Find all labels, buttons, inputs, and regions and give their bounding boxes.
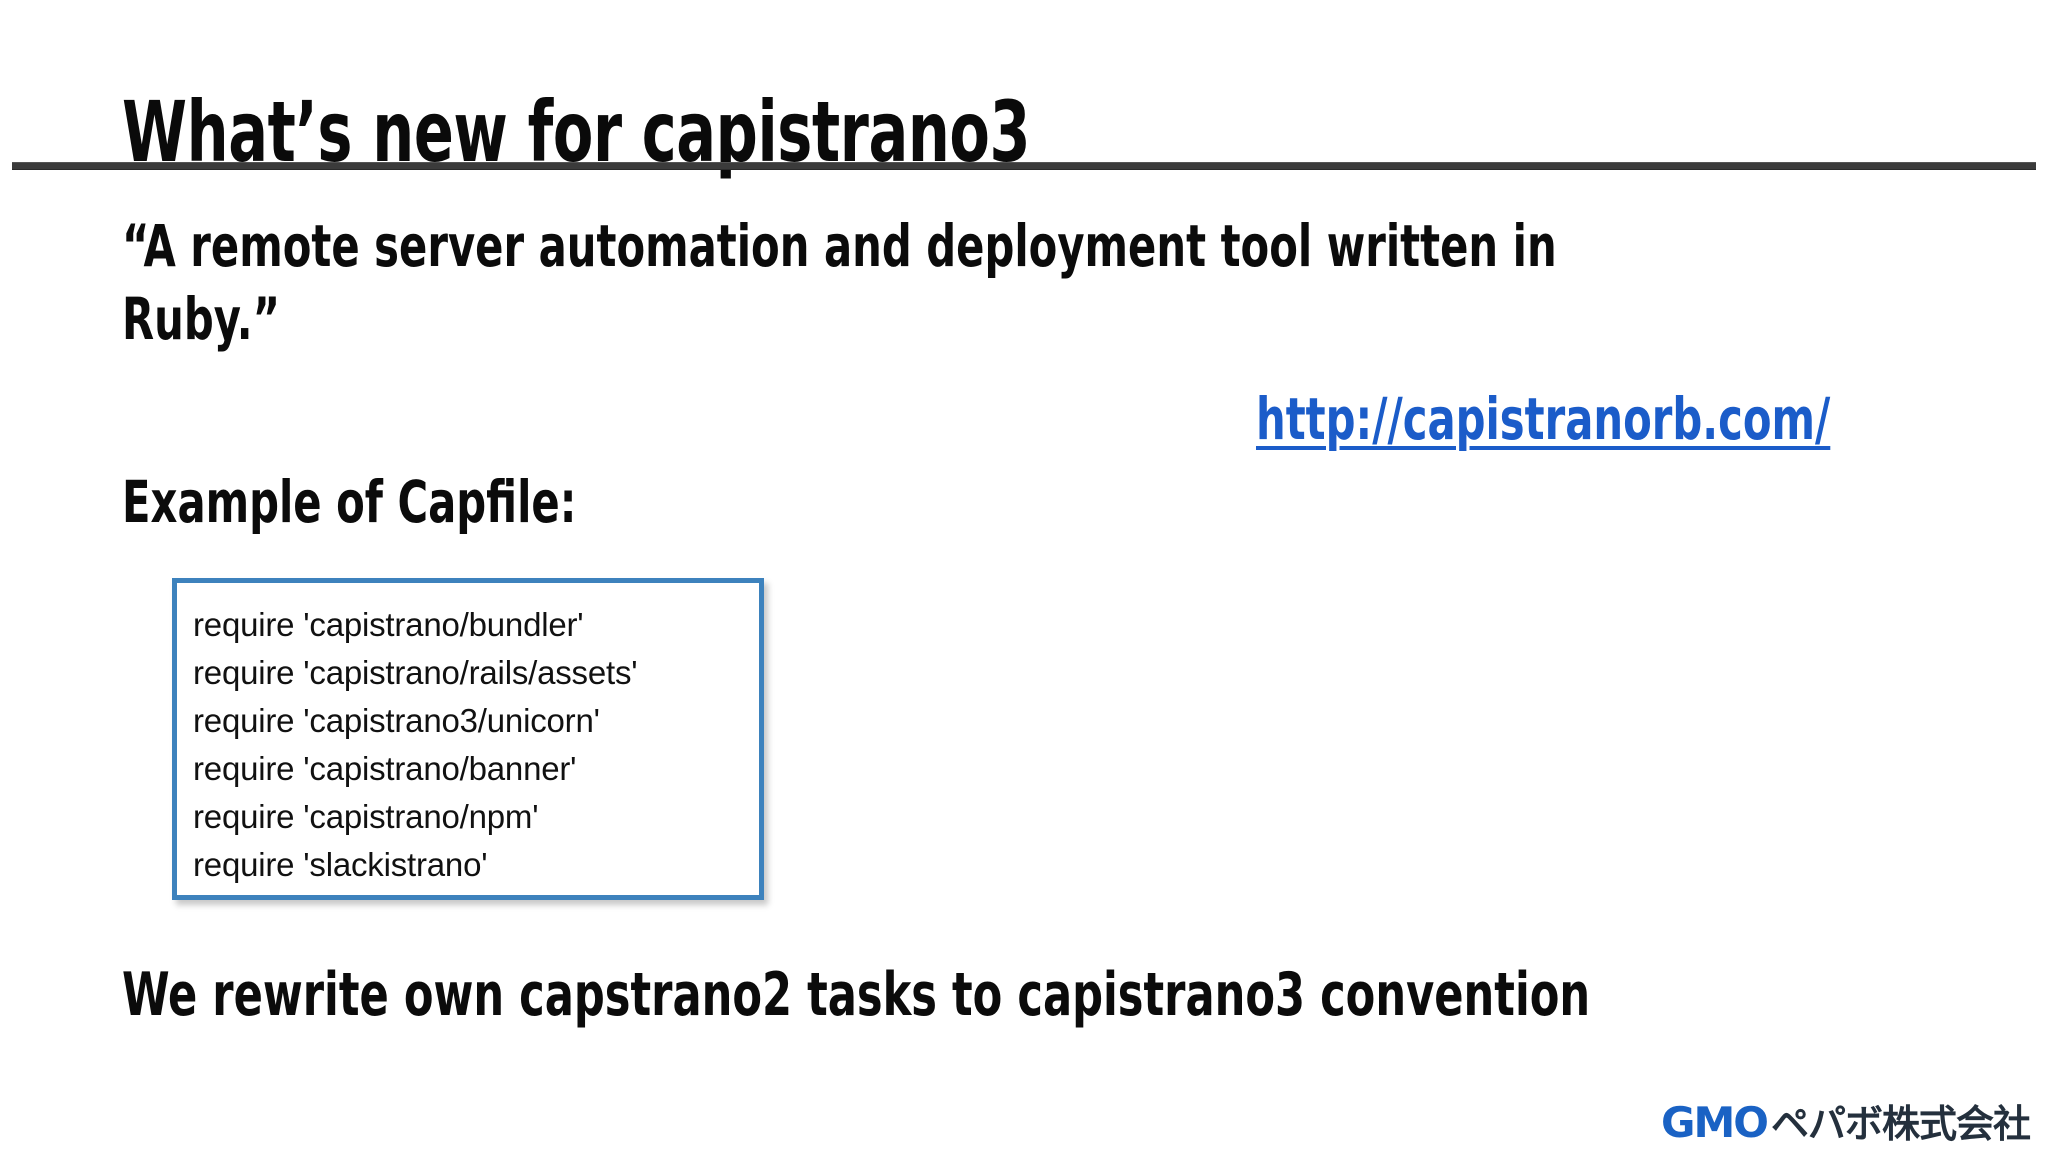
code-line: require 'capistrano3/unicorn' xyxy=(193,702,600,739)
capfile-code-box: require 'capistrano/bundler' require 'ca… xyxy=(172,578,764,900)
title-divider xyxy=(12,162,2036,170)
logo-pepabo-text: ペパボ株式会社 xyxy=(1770,1102,2031,1146)
source-link-container: http://capistranorb.com/ xyxy=(1256,385,2016,453)
code-line: require 'capistrano/banner' xyxy=(193,750,577,787)
code-line: require 'slackistrano' xyxy=(193,846,488,883)
example-capfile-label: Example of Capfile: xyxy=(122,468,577,536)
code-line: require 'capistrano/rails/assets' xyxy=(193,654,638,691)
closing-statement: We rewrite own capstrano2 tasks to capis… xyxy=(122,960,1591,1030)
quote-line-2: Ruby.” xyxy=(122,285,281,353)
gmo-pepabo-logo: GMO ペパボ株式会社 xyxy=(1661,1098,2031,1147)
code-line: require 'capistrano/bundler' xyxy=(193,606,584,643)
quote-line-1: “A remote server automation and deployme… xyxy=(122,212,1557,280)
capistrano-website-link[interactable]: http://capistranorb.com/ xyxy=(1256,385,1831,453)
logo-gmo-text: GMO xyxy=(1661,1098,1769,1147)
code-line: require 'capistrano/npm' xyxy=(193,798,539,835)
capfile-code-lines: require 'capistrano/bundler' require 'ca… xyxy=(177,583,759,889)
page-title: What’s new for capistrano3 xyxy=(122,83,1031,182)
